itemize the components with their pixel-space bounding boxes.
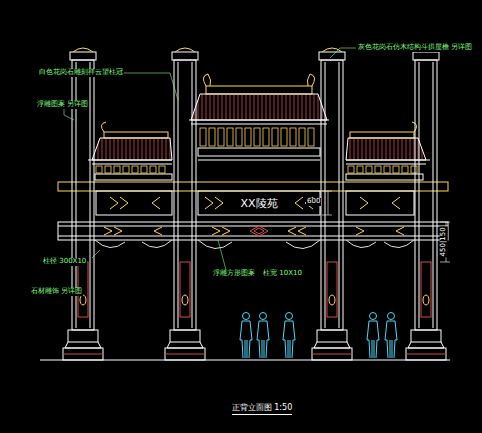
dimension: 450|150 [440,226,448,257]
callout-note: 柱径 300X10 [42,258,87,266]
callout-note: 浮雕方形图案 [212,270,256,278]
panel-title: XX陵苑 [240,196,277,211]
dimension: 600 [306,198,321,206]
name-panel: XX陵苑 [228,193,290,213]
callout-note: 浮雕图案 另详图 [36,101,89,109]
callout-note: 灰色花岗石仿木结构斗拱屋檐 另详图 [357,44,473,52]
drawing-caption: 正背立面图 1:50 [232,402,293,415]
callout-note: 白色花岗石雕刻祥云望柱冠 [38,69,124,77]
callout-note: 石材雕饰 另详图 [30,288,83,296]
callout-note: 柱宽 10X10 [262,270,303,278]
